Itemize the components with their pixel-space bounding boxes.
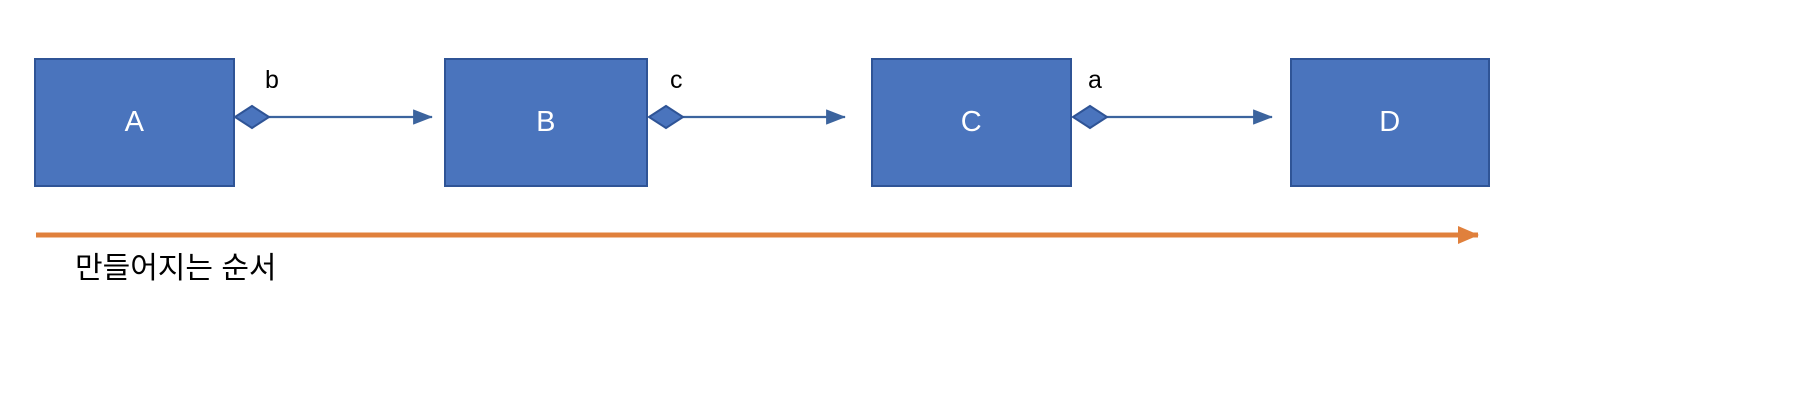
- edge-label-b: b: [265, 66, 279, 94]
- node-label-c: C: [960, 106, 983, 138]
- diamond-connector-b[interactable]: [233, 104, 271, 130]
- edge-a-to-b[interactable]: [233, 104, 433, 130]
- node-label-d: D: [1379, 106, 1401, 138]
- edge-c-to-d[interactable]: [1071, 104, 1273, 130]
- node-box-a[interactable]: A: [34, 58, 235, 187]
- edge-label-c: c: [670, 66, 683, 94]
- node-label-a: A: [124, 106, 145, 138]
- edge-b-to-c[interactable]: [647, 104, 846, 130]
- node-label-b: B: [536, 106, 556, 138]
- node-box-c[interactable]: C: [871, 58, 1072, 187]
- node-box-b[interactable]: B: [444, 58, 648, 187]
- node-box-d[interactable]: D: [1290, 58, 1490, 187]
- timeline-caption: 만들어지는 순서: [75, 252, 277, 285]
- edge-label-a: a: [1088, 66, 1102, 94]
- diamond-connector-a[interactable]: [1071, 104, 1109, 130]
- diamond-connector-c[interactable]: [647, 104, 685, 130]
